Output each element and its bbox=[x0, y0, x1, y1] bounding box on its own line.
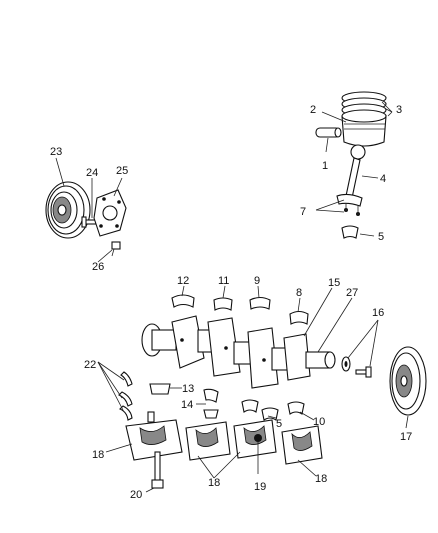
drive-plate bbox=[93, 189, 127, 237]
crank-pulley bbox=[389, 346, 427, 416]
callout-7: 7 bbox=[300, 206, 306, 218]
crank-bolt bbox=[355, 366, 372, 378]
callout-27: 27 bbox=[346, 287, 358, 299]
callout-17: 17 bbox=[400, 431, 412, 443]
main-cap-rear bbox=[125, 411, 183, 461]
callout-1: 1 bbox=[322, 160, 328, 172]
connecting-rod bbox=[336, 144, 366, 216]
main-cap-4 bbox=[281, 425, 323, 465]
callout-15: 15 bbox=[328, 277, 340, 289]
main-cap-2 bbox=[185, 421, 231, 461]
callout-2: 2 bbox=[310, 104, 316, 116]
callout-labels: 1 2 3 4 5 5 7 8 9 10 11 12 13 14 15 16 1… bbox=[50, 104, 412, 501]
lower-bearing-10 bbox=[287, 401, 305, 415]
callout-12: 12 bbox=[177, 275, 189, 287]
callout-3: 3 bbox=[396, 104, 402, 116]
callout-10: 10 bbox=[313, 416, 325, 428]
callout-19: 19 bbox=[254, 481, 266, 493]
callout-18-left: 18 bbox=[92, 449, 104, 461]
upper-bearing-11 bbox=[213, 297, 233, 311]
callout-20: 20 bbox=[130, 489, 142, 501]
crankshaft bbox=[141, 315, 336, 389]
rod-bearing-upper bbox=[341, 225, 359, 239]
callout-18-right: 18 bbox=[315, 473, 327, 485]
callout-4: 4 bbox=[380, 173, 386, 185]
lower-bearing-5 bbox=[241, 399, 279, 421]
callout-13: 13 bbox=[182, 383, 194, 395]
upper-bearing-12 bbox=[171, 294, 195, 308]
callout-23: 23 bbox=[50, 146, 62, 158]
callout-18-middle: 18 bbox=[208, 477, 220, 489]
callout-24: 24 bbox=[86, 167, 98, 179]
piston-pin bbox=[315, 127, 342, 138]
callout-25: 25 bbox=[116, 165, 128, 177]
main-cap-bolt bbox=[151, 451, 164, 489]
drive-plate-bolt bbox=[111, 241, 121, 257]
callout-5-rod: 5 bbox=[378, 231, 384, 243]
lower-bearing-13 bbox=[149, 383, 171, 395]
upper-bearing-8 bbox=[289, 310, 309, 325]
cap-nut bbox=[254, 434, 262, 442]
callout-22: 22 bbox=[84, 359, 96, 371]
callout-11: 11 bbox=[218, 275, 229, 287]
upper-bearing-9 bbox=[249, 296, 271, 310]
callout-9: 9 bbox=[254, 275, 260, 287]
leader-lines bbox=[55, 101, 409, 493]
callout-14: 14 bbox=[181, 399, 193, 411]
callout-5-lower: 5 bbox=[276, 418, 282, 430]
lower-bearing-14 bbox=[203, 388, 219, 419]
callout-26: 26 bbox=[92, 261, 104, 273]
thrust-washers bbox=[118, 371, 133, 421]
vibration-damper bbox=[45, 181, 91, 239]
piston bbox=[341, 109, 387, 147]
crank-washer bbox=[341, 356, 351, 372]
callout-16: 16 bbox=[372, 307, 384, 319]
callout-8: 8 bbox=[296, 287, 302, 299]
